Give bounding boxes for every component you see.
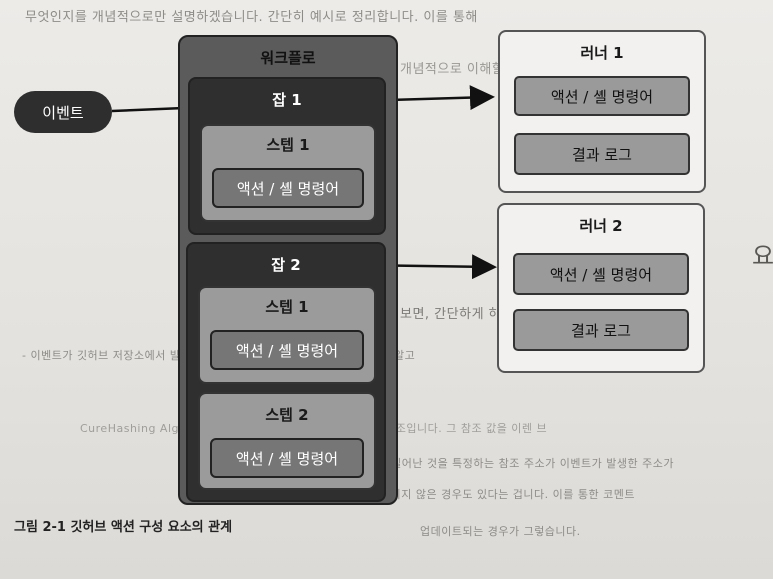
runner-1: 러너 1 액션 / 셸 명령어 결과 로그 <box>498 30 706 193</box>
background-text-line: 등 이벤트가 일어난 것을 특정하는 참조 주소가 이벤트가 발생한 주소가 <box>330 457 674 470</box>
background-text-line: 트되지 않은 경우도 있다는 겁니다. 이를 통한 코멘트 <box>380 488 635 501</box>
event-node: 이벤트 <box>14 91 112 133</box>
workflow-container: 워크플로 잡 1 스텝 1 액션 / 셸 명령어 잡 2 스텝 1 액션 / 셸… <box>178 35 398 505</box>
step-command: 액션 / 셸 명령어 <box>210 330 364 370</box>
step-command: 액션 / 셸 명령어 <box>210 438 364 478</box>
runner-2-log: 결과 로그 <box>513 309 689 351</box>
event-label: 이벤트 <box>42 103 84 122</box>
background-text-line: 무엇인지를 개념적으로만 설명하겠습니다. 간단히 예시로 정리합니다. 이를 … <box>25 10 478 25</box>
step-command: 액션 / 셸 명령어 <box>212 168 364 208</box>
runner-2: 러너 2 액션 / 셸 명령어 결과 로그 <box>497 203 705 373</box>
workflow-label: 워크플로 <box>260 49 316 67</box>
job-2: 잡 2 스텝 1 액션 / 셸 명령어 스텝 2 액션 / 셸 명령어 <box>186 242 386 502</box>
job-1-step-1: 스텝 1 액션 / 셸 명령어 <box>200 124 376 222</box>
runner-2-command: 액션 / 셸 명령어 <box>513 253 689 295</box>
runner-1-label: 러너 1 <box>580 44 624 62</box>
figure-caption: 그림 2-1 깃허브 액션 구성 요소의 관계 <box>14 520 233 535</box>
step-label: 스텝 1 <box>265 298 309 316</box>
job-2-step-1: 스텝 1 액션 / 셸 명령어 <box>198 286 376 384</box>
job-2-label: 잡 2 <box>271 256 301 274</box>
runner-2-label: 러너 2 <box>579 217 623 235</box>
background-text-line: 요 <box>752 242 773 270</box>
job-1: 잡 1 스텝 1 액션 / 셸 명령어 <box>188 77 386 235</box>
job-1-label: 잡 1 <box>272 91 302 109</box>
runner-1-log: 결과 로그 <box>514 133 690 175</box>
step-label: 스텝 2 <box>265 406 309 424</box>
step-label: 스텝 1 <box>266 136 310 154</box>
job-2-step-2: 스텝 2 액션 / 셸 명령어 <box>198 392 376 490</box>
runner-1-command: 액션 / 셸 명령어 <box>514 76 690 116</box>
background-text-line: 업데이트되는 경우가 그렇습니다. <box>420 525 581 538</box>
